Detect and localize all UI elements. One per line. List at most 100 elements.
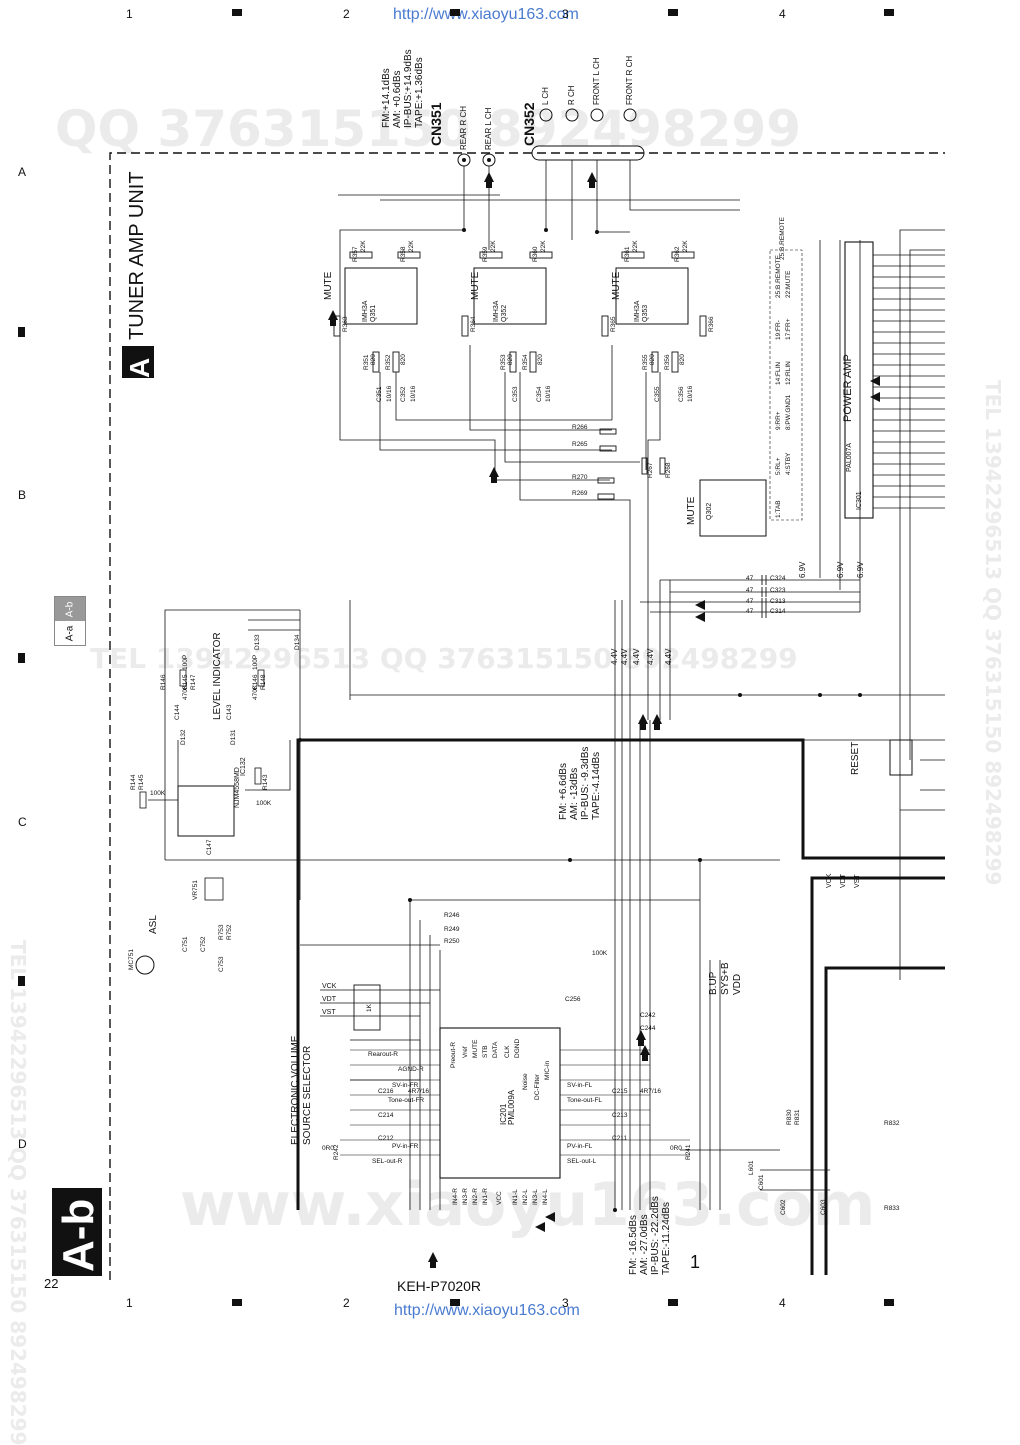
evol-pin-selout-l: SEL-out-L	[567, 1158, 597, 1165]
val-r353: 820	[507, 354, 514, 365]
mute-label-2: MUTE	[470, 271, 481, 300]
ref-r241: R241	[685, 1144, 692, 1160]
ref-r270: R270	[572, 474, 588, 481]
ref-l601: L601	[748, 1160, 755, 1175]
ref-r360: R360	[532, 246, 539, 262]
evol-pin-in3r: IN3-R	[462, 1188, 469, 1205]
ref-r361: R361	[624, 246, 631, 262]
q302-ref: Q302	[706, 502, 713, 520]
evol-pin-vcc: VCC	[496, 1191, 503, 1205]
level-note-mid-2: IP-BUS: -9.3dBs	[580, 746, 591, 820]
ref-c601: C601	[758, 1174, 765, 1190]
tab-a-a[interactable]: A-a	[55, 621, 85, 645]
ref-c313: C313	[770, 598, 786, 605]
power-amp-pin-legend	[769, 249, 803, 521]
ic301-part: PAL007A	[846, 442, 853, 472]
level-note-top-3: TAPE:+1.36dBs	[414, 57, 425, 128]
evol-pin-in2l: IN2-L	[522, 1189, 529, 1205]
level-note-bottom-3: TAPE:-11.24dBs	[661, 1202, 672, 1275]
pa-pin-12: 12:RLIN	[785, 361, 792, 385]
ref-mc751: MC751	[128, 949, 135, 970]
grid-tick	[18, 653, 25, 663]
bus-vck: VCK	[322, 983, 337, 990]
cn352-pin-front-l: FRONT L CH	[592, 57, 601, 105]
ref-c144: C144	[174, 704, 181, 720]
val-r352: 820	[400, 354, 407, 365]
ref-d131: D131	[230, 729, 237, 745]
reset-label: RESET	[850, 741, 861, 775]
val-r362: 22K	[682, 240, 689, 252]
ref-r832: R832	[884, 1120, 900, 1127]
val-r241: 0R0	[670, 1145, 682, 1152]
ref-r365: R365	[610, 316, 617, 332]
pa-pin-25: 25:B.REMOTE	[775, 255, 782, 298]
ref-c244: C244	[640, 1025, 656, 1032]
evol-pin-mute: MUTE	[472, 1039, 479, 1058]
col-3-top: 3	[562, 7, 569, 21]
val-r360: 22K	[540, 240, 547, 252]
signal-wires	[165, 160, 945, 1210]
ic201-evol	[439, 1027, 561, 1179]
bus-vst: VST	[322, 1009, 336, 1016]
level-note-mid-3: TAPE:-4.14dBs	[591, 751, 602, 820]
col-1-top: 1	[126, 7, 133, 21]
val-r242: 0R0	[322, 1145, 334, 1152]
ref-d134: D134	[294, 634, 301, 650]
level-indicator-label: LEVEL INDICATOR	[212, 632, 223, 720]
bottom-url[interactable]: http://www.xiaoyu163.com	[394, 1302, 580, 1319]
evol-pin-selout-r: SEL-out-R	[372, 1158, 403, 1165]
ref-r357: R357	[352, 246, 359, 262]
page-number: 22	[44, 1276, 59, 1291]
watermark-bottom: www.xiaoyu163.com	[180, 1170, 876, 1240]
val-r356: 820	[679, 354, 686, 365]
ref-c211: C211	[612, 1135, 628, 1142]
ref-d133: D133	[254, 634, 261, 650]
evol-pin-clk: CLK	[504, 1045, 511, 1058]
top-url[interactable]: http://www.xiaoyu163.com	[393, 6, 579, 23]
val-c314: 47	[746, 608, 754, 615]
ref-c324: C324	[770, 575, 786, 582]
q351-ref: Q351	[370, 304, 377, 322]
evol-label-1: ELECTRONIC VOLUME,	[290, 1032, 301, 1145]
grid-tick	[18, 327, 25, 337]
ref-d132: D132	[180, 729, 187, 745]
ref-c216: C216	[378, 1088, 394, 1095]
val-c352: 10/16	[410, 385, 417, 402]
cn351-pin-rear-r: REAR R CH	[459, 105, 468, 150]
evol-pin-dcfilter: DC-Filter	[534, 1074, 541, 1100]
ref-c323: C323	[770, 587, 786, 594]
val-c215: 4R7/16	[640, 1088, 661, 1095]
tab-a-b[interactable]: A-b	[55, 597, 85, 621]
pa-pin-8: 8:PW.GND1	[785, 394, 792, 430]
evol-pin-rearout-r: Rearout-R	[368, 1051, 398, 1058]
cn352-connector	[531, 108, 645, 161]
reset-ic	[889, 739, 913, 776]
evol-pin-preout-r: Preout-R	[450, 1041, 457, 1068]
ic132-opamp	[177, 785, 235, 837]
q353-part: IMH3A	[634, 300, 641, 322]
ref-r249: R249	[444, 926, 460, 933]
ref-r363: R363	[342, 316, 349, 332]
val-r357: 22K	[360, 240, 367, 252]
mute-label-1: MUTE	[323, 271, 334, 300]
ref-c314: C314	[770, 608, 786, 615]
bus-vck-right: VCK	[826, 873, 833, 888]
rail-vdd: VDD	[732, 973, 743, 995]
val-r355: 820	[649, 354, 656, 365]
zero-ohm-resistors	[597, 428, 666, 500]
ref-r366: R366	[708, 316, 715, 332]
val-r354: 820	[537, 354, 544, 365]
rail-6v9-a: 6.9V	[798, 561, 807, 578]
ref-r354: R354	[522, 354, 529, 370]
ref-r242: R242	[333, 1144, 340, 1160]
rail-4v4-d: 4.4V	[646, 648, 655, 665]
pa-pin-5: 5:RL+	[775, 457, 782, 475]
ref-r144: R144	[130, 774, 137, 790]
col-4-bottom: 4	[779, 1296, 786, 1310]
val-r144: 100K	[150, 790, 166, 797]
ref-r147: R147	[190, 674, 197, 690]
cn351-label: CN351	[428, 102, 444, 146]
ref-c356: C356	[678, 386, 685, 402]
schematic-canvas	[109, 108, 945, 1280]
ref-vr751: VR751	[192, 880, 199, 900]
